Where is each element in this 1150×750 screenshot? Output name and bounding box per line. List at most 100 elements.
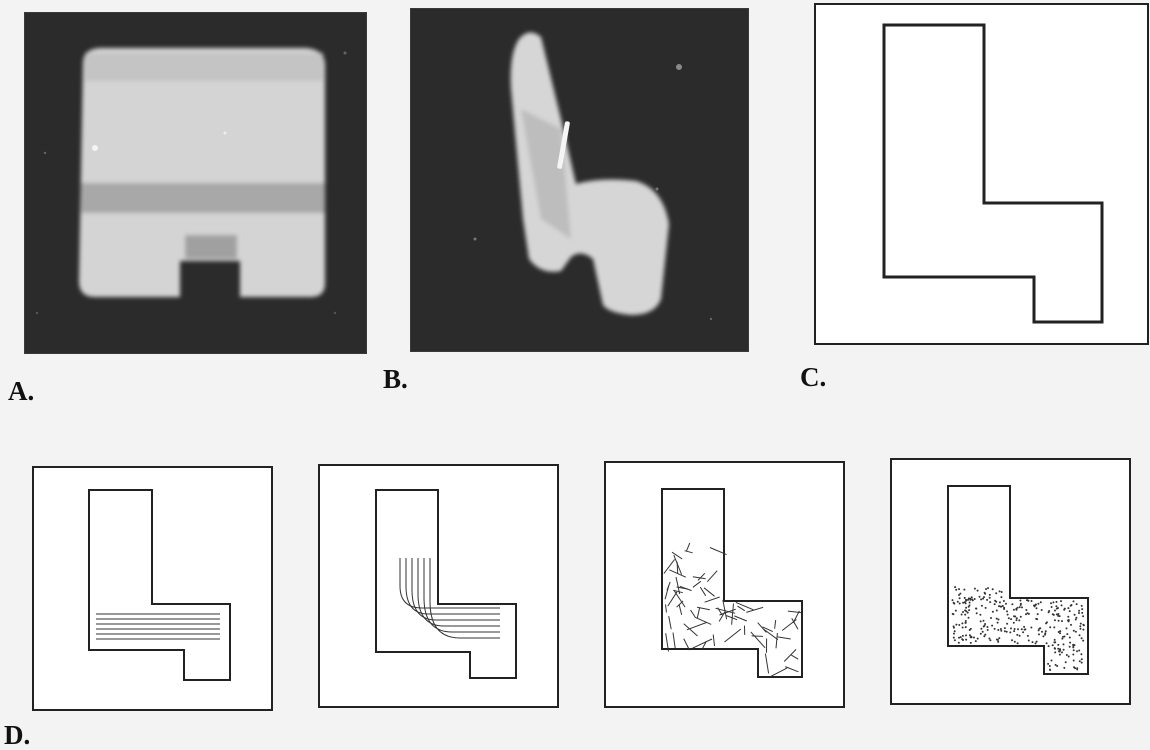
dot (1010, 618, 1012, 620)
dot (1072, 654, 1074, 656)
dot (1083, 624, 1085, 626)
random-line (707, 571, 717, 582)
dot (974, 588, 976, 590)
dot (1073, 630, 1075, 632)
dot (1015, 608, 1017, 610)
dot (1021, 606, 1023, 608)
l-shape (884, 25, 1102, 322)
dot (1033, 605, 1035, 607)
dot (982, 631, 984, 633)
dot (1078, 612, 1080, 614)
dot (992, 588, 994, 590)
dot (1080, 628, 1082, 630)
dot (1063, 667, 1065, 669)
dot (1013, 622, 1015, 624)
random-line (669, 616, 672, 629)
l-shape-curved-lines (320, 466, 557, 706)
dot (1010, 627, 1012, 629)
dot (1065, 661, 1067, 663)
dot (996, 618, 998, 620)
random-line (666, 604, 667, 612)
l-shape-random-lines (606, 463, 843, 706)
dot (1030, 627, 1032, 629)
dot (1059, 648, 1061, 650)
dot (992, 611, 994, 613)
dot (983, 626, 985, 628)
dot (1054, 639, 1056, 641)
dot (983, 620, 985, 622)
random-line (673, 633, 675, 649)
random-line (782, 620, 796, 631)
dot (988, 638, 990, 640)
random-line (686, 543, 690, 552)
dot (984, 592, 986, 594)
dot (971, 596, 973, 598)
dot (1038, 629, 1040, 631)
dot (1017, 642, 1019, 644)
dot (1053, 641, 1055, 643)
photo-panel-a (24, 12, 367, 354)
dot (1075, 617, 1077, 619)
dot (1054, 647, 1056, 649)
dot (969, 602, 971, 604)
schematic-panel-d2 (318, 464, 559, 708)
dot (1073, 649, 1075, 651)
dot (1006, 623, 1008, 625)
dot (1069, 610, 1071, 612)
random-line (719, 611, 725, 621)
dot (976, 612, 978, 614)
dot (1013, 609, 1015, 611)
l-shape-parallel-lines (34, 468, 271, 709)
dot (1067, 616, 1069, 618)
dot (990, 617, 992, 619)
dot (1000, 606, 1002, 608)
schematic-panel-c (814, 3, 1149, 345)
dot (1069, 637, 1071, 639)
random-line (785, 667, 798, 672)
dot (975, 640, 977, 642)
random-line (685, 551, 693, 553)
dot (1024, 629, 1026, 631)
dot (1082, 640, 1084, 642)
dot (955, 624, 957, 626)
dot (1054, 610, 1056, 612)
schematic-panel-d1 (32, 466, 273, 711)
dot (965, 622, 967, 624)
parallel-lines (96, 614, 220, 639)
dot (1017, 628, 1019, 630)
dot (1061, 638, 1063, 640)
dot (1066, 654, 1068, 656)
dot (1014, 641, 1016, 643)
dot (980, 598, 982, 600)
dot (959, 593, 961, 595)
dot (998, 637, 1000, 639)
dot (1026, 599, 1028, 601)
dot (1000, 596, 1002, 598)
dot (1035, 604, 1037, 606)
dot (1047, 663, 1049, 665)
dot (1036, 618, 1038, 620)
dot (1049, 665, 1051, 667)
dot (1020, 603, 1022, 605)
l-shape (662, 489, 802, 677)
dot (965, 634, 967, 636)
dot (987, 626, 989, 628)
dot (1081, 662, 1083, 664)
dot (1022, 631, 1024, 633)
random-line (737, 606, 744, 611)
l-shape (376, 490, 516, 678)
dot (995, 601, 997, 603)
dot (999, 590, 1001, 592)
dot (1006, 631, 1008, 633)
dot (995, 592, 997, 594)
dot (997, 639, 999, 641)
dot (963, 589, 965, 591)
dot (1025, 613, 1027, 615)
dot (999, 601, 1001, 603)
dot (1079, 625, 1081, 627)
dot (1055, 605, 1057, 607)
dot (1003, 600, 1005, 602)
dot (1016, 634, 1018, 636)
dot (1066, 627, 1068, 629)
label-b: B. (383, 366, 408, 393)
